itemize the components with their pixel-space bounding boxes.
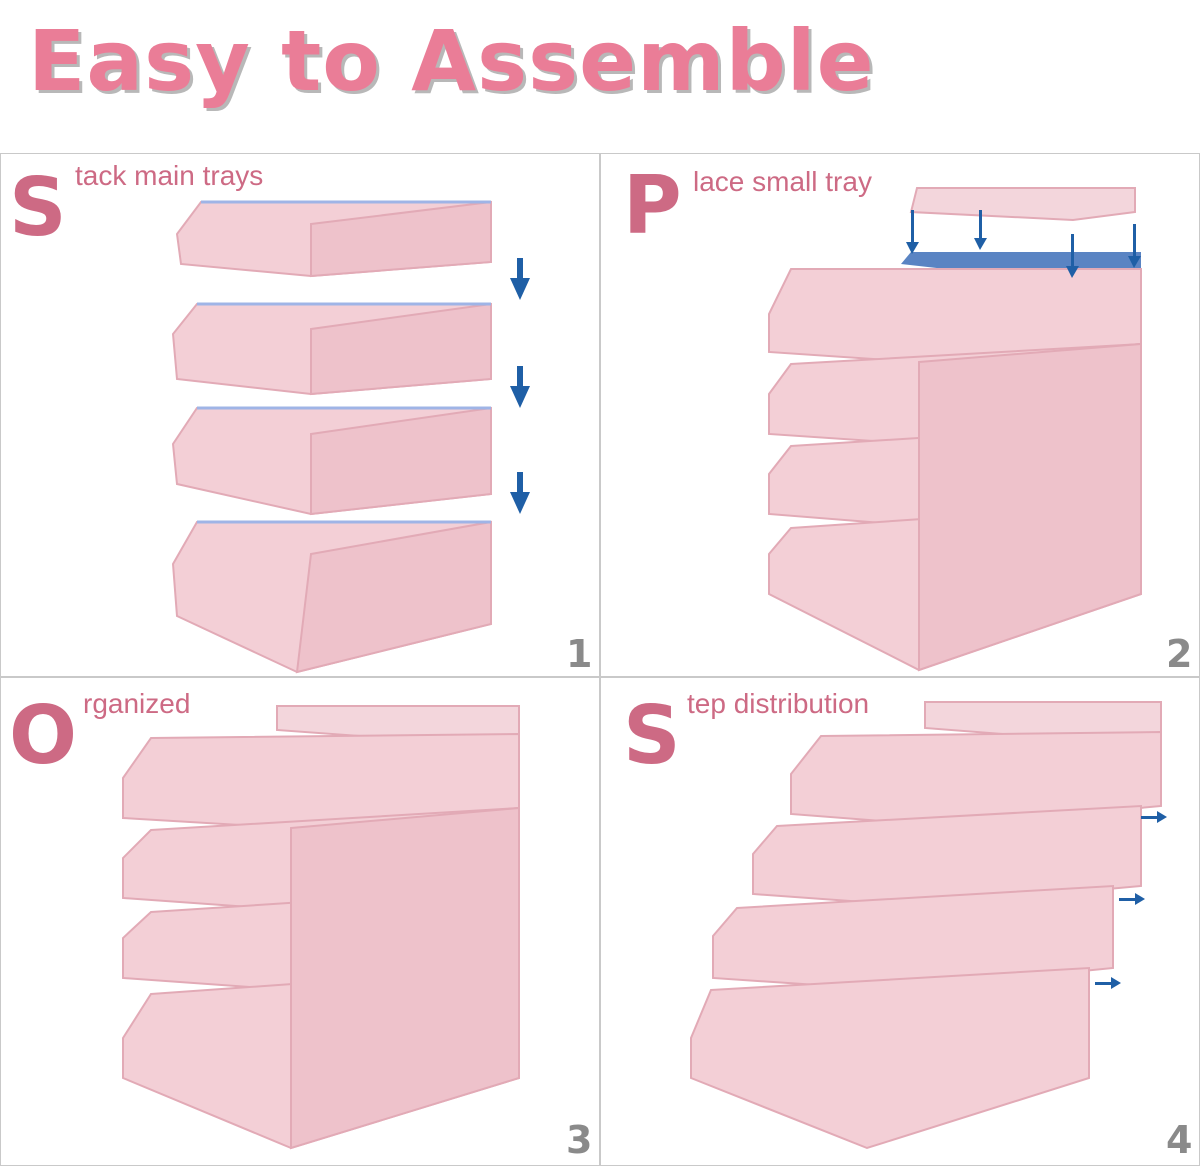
step-2-initial-letter: P	[623, 159, 682, 252]
step-2-number: 2	[1166, 632, 1193, 676]
step-4-caption: tep distribution	[687, 688, 870, 719]
tray-3	[171, 406, 492, 516]
tray-4	[171, 520, 492, 674]
step-panel-2: P lace small tray 2	[600, 153, 1200, 677]
step-2-caption: lace small tray	[693, 166, 872, 197]
step-panel-3: O rganized 3	[0, 677, 600, 1166]
arrow-right-icon	[1095, 977, 1121, 989]
step-1-illustration	[171, 200, 530, 674]
step-panel-4: S tep distribution 4	[600, 677, 1200, 1166]
step-panel-1: S tack main trays	[0, 153, 600, 677]
tray-1	[175, 200, 492, 278]
arrow-down-icon	[1128, 224, 1141, 268]
step-2-illustration	[768, 187, 1142, 672]
step-4-initial-letter: S	[623, 689, 681, 782]
arrow-down-icon	[510, 258, 530, 300]
tray-2	[171, 302, 492, 396]
tray-stack-staggered	[690, 730, 1162, 1150]
arrow-down-icon	[974, 210, 987, 250]
step-4-illustration	[690, 701, 1167, 1150]
arrow-down-icon	[510, 472, 530, 514]
tray-stack	[122, 732, 520, 1150]
arrow-right-icon	[1141, 811, 1167, 823]
tray-stack	[768, 268, 1142, 672]
step-3-illustration	[122, 705, 520, 1150]
arrow-right-icon	[1119, 893, 1145, 905]
step-3-caption: rganized	[83, 688, 191, 719]
step-1-caption: tack main trays	[75, 160, 264, 191]
step-3-initial-letter: O	[9, 689, 78, 782]
step-1-initial-letter: S	[9, 161, 67, 254]
arrow-down-icon	[906, 210, 919, 254]
arrow-down-icon	[1066, 234, 1079, 278]
step-1-number: 1	[566, 632, 593, 676]
page-title: Easy to Assemble	[28, 12, 875, 110]
arrow-down-icon	[510, 366, 530, 408]
step-3-number: 3	[566, 1118, 593, 1162]
step-4-number: 4	[1166, 1118, 1193, 1162]
small-tray	[909, 187, 1136, 222]
